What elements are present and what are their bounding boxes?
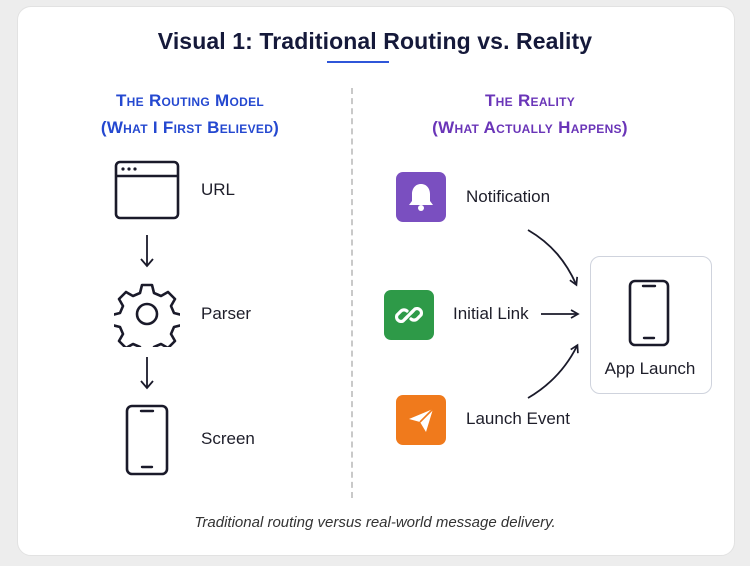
arrow-notification-to-launch bbox=[527, 229, 579, 287]
step-label-screen: Screen bbox=[201, 429, 255, 448]
arrow-down-icon bbox=[140, 235, 154, 268]
link-icon bbox=[394, 306, 424, 324]
reality-heading: The Reality (What Actually Happens) bbox=[390, 87, 670, 141]
column-divider bbox=[351, 88, 353, 498]
diagram-caption: Traditional routing versus real-world me… bbox=[194, 514, 556, 531]
browser-window-icon bbox=[114, 160, 180, 220]
routing-model-heading: The Routing Model (What I First Believed… bbox=[60, 87, 320, 141]
paper-plane-icon bbox=[409, 408, 434, 432]
reality-heading-line2: (What Actually Happens) bbox=[432, 118, 628, 137]
app-launch-label: App Launch bbox=[604, 359, 696, 378]
phone-icon bbox=[125, 404, 169, 476]
reality-heading-line1: The Reality bbox=[484, 91, 576, 110]
routing-model-heading-line1: The Routing Model bbox=[115, 91, 265, 110]
arrow-launch-event-to-launch bbox=[527, 343, 579, 399]
gear-icon bbox=[114, 283, 180, 347]
launch-event-tile bbox=[396, 395, 446, 445]
routing-model-heading-line2: (What I First Believed) bbox=[100, 118, 280, 137]
diagram-title: Visual 1: Traditional Routing vs. Realit… bbox=[157, 28, 593, 54]
step-label-parser: Parser bbox=[201, 304, 252, 323]
title-underline bbox=[327, 61, 389, 63]
source-label-launch-event: Launch Event bbox=[466, 409, 570, 428]
source-label-initial-link: Initial Link bbox=[453, 304, 529, 323]
app-launch-box bbox=[590, 256, 712, 394]
arrow-down-icon bbox=[140, 357, 154, 390]
notification-tile bbox=[396, 172, 446, 222]
bell-icon bbox=[409, 184, 433, 211]
step-label-url: URL bbox=[201, 180, 236, 199]
initial-link-tile bbox=[384, 290, 434, 340]
phone-icon bbox=[628, 279, 670, 347]
source-label-notification: Notification bbox=[466, 187, 551, 206]
